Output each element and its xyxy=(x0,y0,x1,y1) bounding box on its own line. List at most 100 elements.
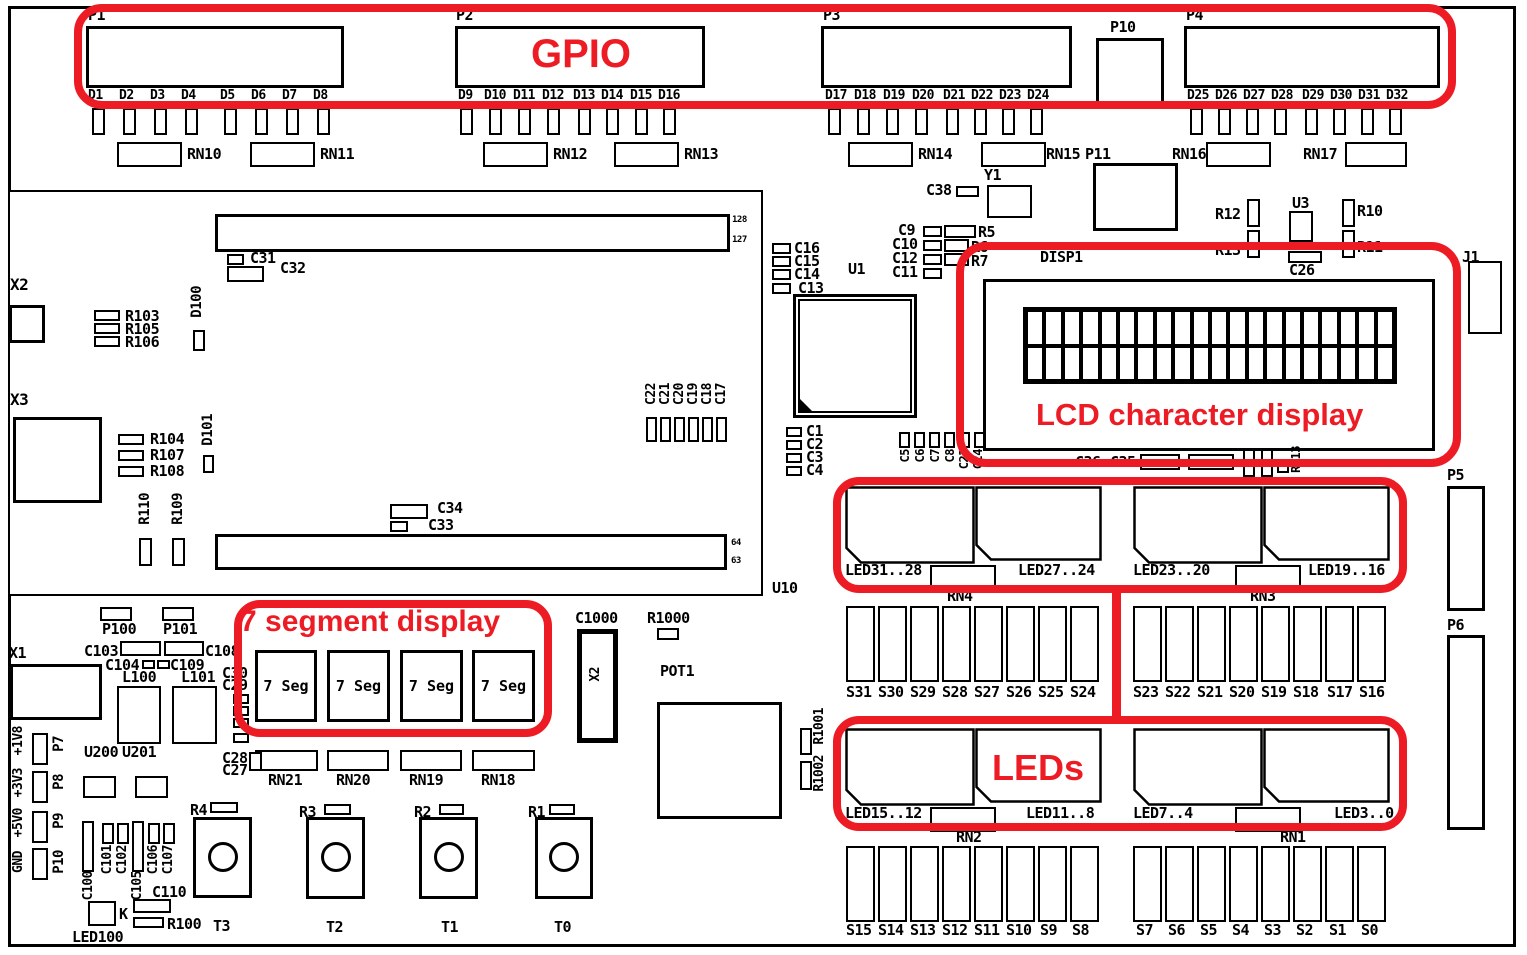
t1-button-cap xyxy=(433,842,464,872)
label-c10: C10 xyxy=(892,235,918,253)
label-c3: C3 xyxy=(806,448,824,466)
vlabel-c101: C101 xyxy=(100,845,115,875)
label-63: 63 xyxy=(731,556,741,566)
lcd-cell xyxy=(1322,312,1337,344)
d100 xyxy=(193,330,205,351)
t3-button-cap xyxy=(207,841,238,872)
c6 xyxy=(914,432,925,448)
switch-s16 xyxy=(1357,606,1386,682)
rn17 xyxy=(1345,142,1407,167)
label-c31: C31 xyxy=(250,249,276,267)
label-s10: S10 xyxy=(1006,921,1032,939)
vlabel-r110: R110 xyxy=(137,493,153,525)
c2 xyxy=(786,440,802,450)
led23-20-block xyxy=(1133,486,1263,564)
label-u3: U3 xyxy=(1292,194,1310,212)
label-s27: S27 xyxy=(974,683,1000,701)
l101 xyxy=(172,686,217,744)
switch-s2 xyxy=(1293,846,1322,922)
label-s5: S5 xyxy=(1200,921,1218,939)
diode-d8 xyxy=(317,108,330,135)
lcd-cell xyxy=(1119,312,1135,344)
module-bottom-connector xyxy=(215,534,727,570)
label-p1: P1 xyxy=(88,6,106,24)
label-s3: S3 xyxy=(1264,921,1282,939)
label-128: 128 xyxy=(732,215,747,225)
label-pot1: POT1 xyxy=(660,662,695,680)
c15 xyxy=(772,256,791,267)
c3 xyxy=(786,453,802,463)
label-c15: C15 xyxy=(794,252,820,270)
seg7-digit-2: 7 Seg xyxy=(327,650,390,722)
label-s15: S15 xyxy=(846,921,872,939)
switch-s21 xyxy=(1197,606,1226,682)
label-d9: D9 xyxy=(458,88,473,103)
vlabel-c19: C19 xyxy=(686,383,701,405)
switch-s10 xyxy=(1006,846,1035,922)
label-c38: C38 xyxy=(926,181,952,199)
t2-button-cap xyxy=(320,842,351,872)
c103 xyxy=(120,641,161,656)
r3 xyxy=(324,804,351,815)
r104 xyxy=(118,434,144,445)
c102 xyxy=(117,823,129,844)
vlabel-r1001: R1001 xyxy=(812,708,827,745)
label-r5: R5 xyxy=(978,223,996,241)
leds-region-connector-line xyxy=(1112,592,1121,718)
c104 xyxy=(142,660,155,669)
switch-s30 xyxy=(878,606,907,682)
c35a xyxy=(1140,454,1180,470)
seg7-digit-1: 7 Seg xyxy=(255,650,317,722)
label-d4: D4 xyxy=(181,88,196,103)
rn15 xyxy=(981,142,1046,167)
label-led27-24: LED27..24 xyxy=(1018,561,1095,579)
vlabel-3v3: +3V3 xyxy=(11,768,26,798)
c16 xyxy=(772,243,791,254)
label-led3-0: LED3..0 xyxy=(1334,804,1394,822)
r109 xyxy=(172,538,185,566)
label-p3: P3 xyxy=(823,6,841,24)
vlabel-c102: C102 xyxy=(115,845,130,875)
vlabel-c6: C6 xyxy=(913,449,927,463)
p11-connector xyxy=(1093,163,1178,231)
r7 xyxy=(944,253,969,266)
label-rn2: RN2 xyxy=(956,828,982,846)
vlabel-p8: P8 xyxy=(51,774,67,790)
j1-connector xyxy=(1468,261,1502,334)
c18 xyxy=(702,417,713,442)
switch-s9 xyxy=(1038,846,1067,922)
label-c33: C33 xyxy=(428,516,454,534)
lcd-cell xyxy=(1064,347,1080,379)
vlabel-r113: R113 xyxy=(1289,446,1303,473)
led11-8-block xyxy=(975,728,1102,803)
c7 xyxy=(929,432,940,448)
p100 xyxy=(100,607,132,621)
label-l100: L100 xyxy=(122,668,157,686)
label-s8: S8 xyxy=(1072,921,1090,939)
diode-d19 xyxy=(886,108,899,135)
label-r106: R106 xyxy=(125,333,160,351)
gpio-annotation: GPIO xyxy=(531,32,632,76)
switch-s19 xyxy=(1261,606,1290,682)
lcd-cell xyxy=(1359,312,1374,344)
label-r105: R105 xyxy=(125,320,160,338)
label-c11: C11 xyxy=(892,263,918,281)
lcd-annotation: LCD character display xyxy=(1036,397,1364,432)
vlabel-r109: R109 xyxy=(170,493,186,525)
label-s20: S20 xyxy=(1229,683,1255,701)
switch-s27 xyxy=(974,606,1003,682)
rn10 xyxy=(117,142,182,167)
label-s24: S24 xyxy=(1070,683,1096,701)
label-j1: J1 xyxy=(1462,248,1480,266)
label-r1000: R1000 xyxy=(647,609,690,627)
label-rn13: RN13 xyxy=(684,145,719,163)
switch-s14 xyxy=(878,846,907,922)
diode-d1 xyxy=(92,108,105,135)
r103 xyxy=(94,310,120,321)
label-d1: D1 xyxy=(88,88,103,103)
lcd-cell xyxy=(1175,347,1190,379)
label-t2: T2 xyxy=(326,918,344,936)
rn20 xyxy=(327,750,389,771)
rn13 xyxy=(614,142,679,167)
lcd-cell xyxy=(1340,312,1356,344)
